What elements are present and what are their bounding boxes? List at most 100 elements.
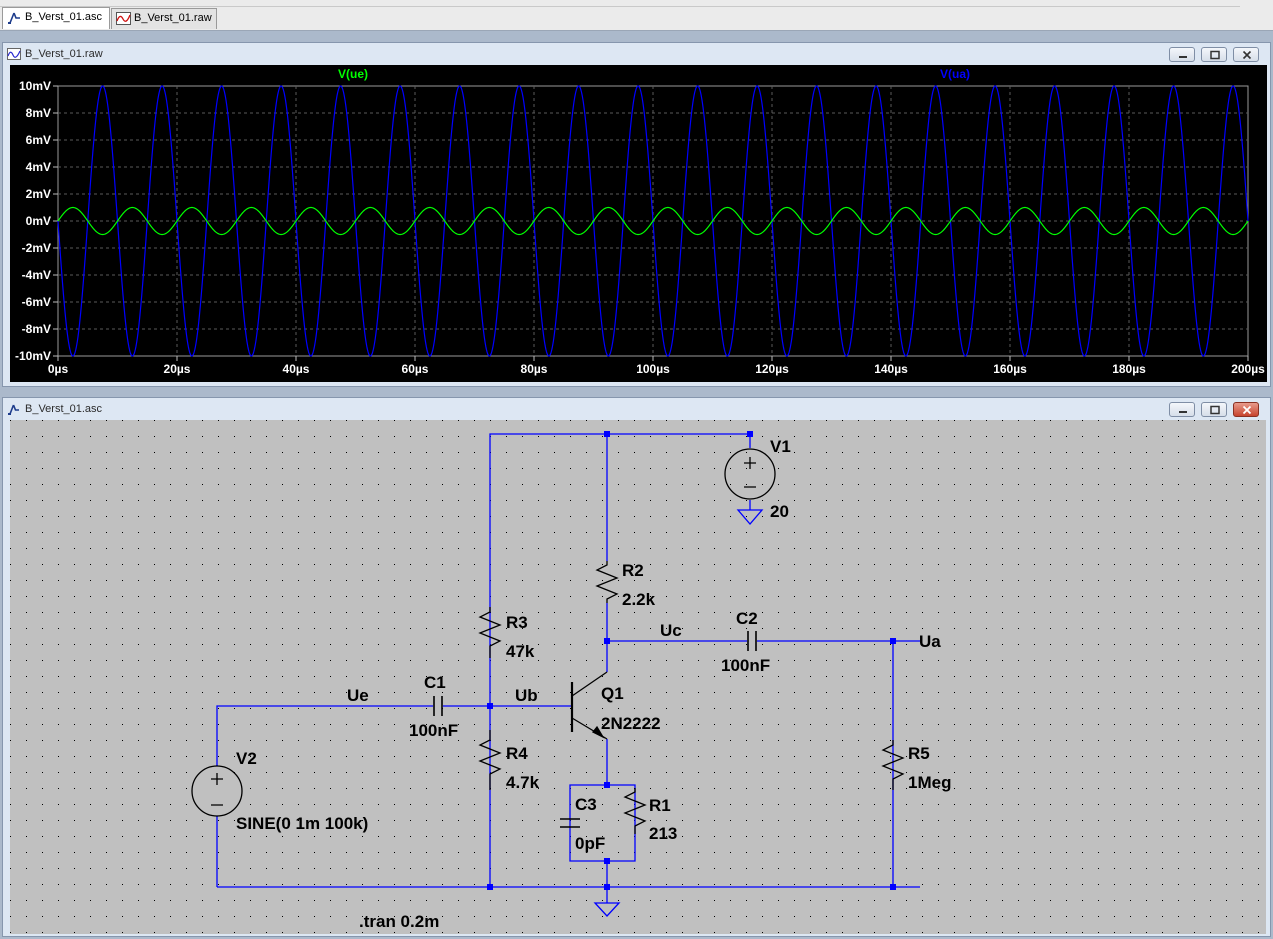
r2-value[interactable]: 2.2k [622, 590, 656, 609]
waveform-window-title: B_Verst_01.raw [25, 48, 103, 60]
schematic-window-titlebar[interactable]: B_Verst_01.asc [3, 398, 1270, 420]
x-tick-label: 40µs [283, 362, 310, 376]
r4-value[interactable]: 4.7k [506, 773, 540, 792]
x-tick-label: 140µs [874, 362, 908, 376]
v1-ref[interactable]: V1 [770, 437, 791, 456]
wire-emitter-network [569, 784, 636, 862]
c1-ref[interactable]: C1 [424, 673, 446, 692]
junctions [487, 431, 896, 890]
r2-symbol [595, 561, 619, 603]
waveform-icon [116, 12, 131, 25]
c2-ref[interactable]: C2 [736, 609, 758, 628]
c1-value[interactable]: 100nF [409, 721, 458, 740]
y-tick-label: 10mV [19, 79, 51, 93]
r1-symbol [623, 788, 647, 834]
v1-symbol [724, 448, 776, 525]
net-label-ub[interactable]: Ub [515, 686, 538, 705]
q1-ref[interactable]: Q1 [601, 684, 624, 703]
r1-ref[interactable]: R1 [649, 796, 671, 815]
r5-symbol [881, 740, 905, 790]
close-button[interactable] [1233, 402, 1259, 417]
plot-grid [53, 85, 1249, 361]
tab-schematic[interactable]: B_Verst_01.asc [2, 7, 110, 29]
document-tab-strip: B_Verst_01.asc B_Verst_01.raw [0, 0, 1273, 31]
ground-icon [736, 509, 764, 525]
x-tick-label: 100µs [636, 362, 670, 376]
close-icon [1242, 50, 1252, 60]
minimize-button[interactable] [1169, 47, 1195, 62]
maximize-button[interactable] [1201, 47, 1227, 62]
schematic-canvas[interactable]: V1 20 V2 SINE(0 1m 100k) R1 213 R2 2.2k … [10, 420, 1266, 934]
y-tick-label: 2mV [26, 187, 51, 201]
net-label-uc[interactable]: Uc [660, 621, 682, 640]
c2-value[interactable]: 100nF [721, 656, 770, 675]
capacitor-symbols [433, 631, 757, 828]
schematic-icon [8, 12, 20, 24]
net-label-ue[interactable]: Ue [347, 686, 369, 705]
v1-value[interactable]: 20 [770, 502, 789, 521]
v2-ref[interactable]: V2 [236, 749, 257, 768]
schematic-window-title: B_Verst_01.asc [25, 403, 103, 415]
close-icon [1242, 405, 1252, 415]
y-tick-label: 4mV [26, 160, 51, 174]
c3-ref[interactable]: C3 [575, 795, 597, 814]
v2-symbol [191, 765, 243, 817]
v2-value[interactable]: SINE(0 1m 100k) [236, 814, 368, 833]
schematic-grid [10, 420, 1266, 934]
y-tick-label: 0mV [26, 214, 51, 228]
minimize-button[interactable] [1169, 402, 1195, 417]
y-tick-label: -2mV [22, 241, 51, 255]
schematic-window: B_Verst_01.asc [2, 397, 1271, 937]
tab-waveform-label: B_Verst_01.raw [134, 12, 212, 24]
trace-v-ue [57, 206, 1249, 236]
x-tick-label: 80µs [521, 362, 548, 376]
x-tick-label: 160µs [993, 362, 1027, 376]
maximize-icon [1210, 405, 1220, 415]
resistor-symbols [478, 561, 905, 834]
c3-value[interactable]: 0pF [575, 834, 605, 853]
r4-ref[interactable]: R4 [506, 744, 528, 763]
r5-ref[interactable]: R5 [908, 744, 930, 763]
c2-symbol [747, 631, 757, 651]
minimize-icon [1179, 411, 1187, 413]
tab-waveform[interactable]: B_Verst_01.raw [111, 8, 217, 29]
x-tick-label: 120µs [755, 362, 789, 376]
maximize-icon [1210, 50, 1220, 60]
ground-icon [593, 902, 621, 917]
waveform-icon [7, 48, 21, 60]
x-tick-label: 180µs [1112, 362, 1146, 376]
r2-ref[interactable]: R2 [622, 561, 644, 580]
y-tick-label: -6mV [22, 295, 51, 309]
c3-symbol [560, 818, 580, 828]
r3-value[interactable]: 47k [506, 642, 535, 661]
y-tick-label: -8mV [22, 322, 51, 336]
legend-v-ua[interactable]: V(ua) [940, 67, 970, 81]
r3-ref[interactable]: R3 [506, 613, 528, 632]
wire-ue [216, 705, 433, 887]
y-tick-label: -4mV [22, 268, 51, 282]
x-tick-label: 60µs [402, 362, 429, 376]
maximize-button[interactable] [1201, 402, 1227, 417]
y-tick-label: 8mV [26, 106, 51, 120]
minimize-icon [1179, 56, 1187, 58]
waveform-plot[interactable]: 10mV8mV6mV4mV2mV0mV-2mV-4mV-6mV-8mV-10mV… [10, 65, 1267, 382]
x-tick-label: 200µs [1231, 362, 1265, 376]
r1-value[interactable]: 213 [649, 824, 677, 843]
legend-v-ue[interactable]: V(ue) [338, 67, 368, 81]
r3-symbol [478, 607, 502, 658]
net-label-ua[interactable]: Ua [919, 632, 941, 651]
q1-symbol [570, 671, 608, 740]
close-button[interactable] [1233, 47, 1259, 62]
r5-value[interactable]: 1Meg [908, 773, 951, 792]
spice-directive[interactable]: .tran 0.2m [359, 912, 439, 931]
schematic-icon [8, 404, 19, 415]
c1-symbol [433, 696, 443, 716]
tab-schematic-label: B_Verst_01.asc [25, 11, 103, 23]
r4-symbol [478, 730, 502, 790]
x-tick-label: 0µs [48, 362, 69, 376]
q1-value[interactable]: 2N2222 [601, 714, 661, 733]
waveform-window-titlebar[interactable]: B_Verst_01.raw [3, 43, 1270, 65]
